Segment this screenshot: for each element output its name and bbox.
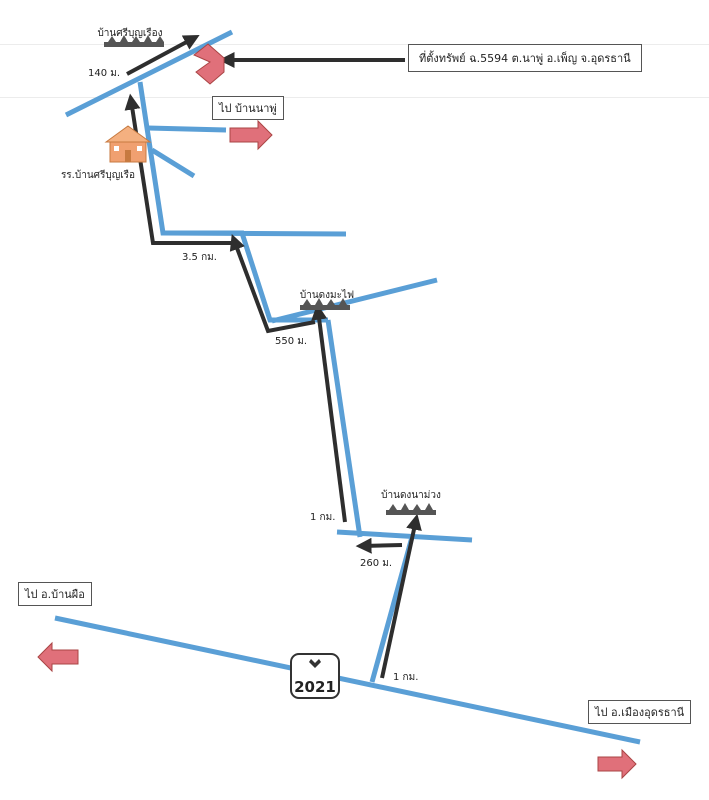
distance-label: 140 ม. xyxy=(88,68,120,79)
arrow-right-icon xyxy=(597,748,637,780)
direction-arrows xyxy=(37,119,637,780)
road-top xyxy=(64,29,234,118)
distance-label: 550 ม. xyxy=(275,336,307,347)
school-icon xyxy=(104,125,152,163)
main-road-2021 xyxy=(54,615,641,745)
direction-box-mueang-udon: ไป อ.เมืองอุดรธานี xyxy=(588,700,692,724)
distance-label: 1 กม. xyxy=(393,672,418,683)
route-segment-4 xyxy=(229,234,316,334)
roads xyxy=(54,29,641,745)
village-label-dong-na-muang: บ้านดงนาม่วง xyxy=(381,489,441,501)
village-icon xyxy=(300,298,350,310)
arrow-left-icon xyxy=(37,641,79,673)
direction-box-ban-phue: ไป อ.บ้านผือ xyxy=(18,582,92,606)
road-ban-napu xyxy=(147,125,227,133)
distance-label: 1 กม. xyxy=(310,512,335,523)
school-label: รร.บ้านศรีบุญเรือ xyxy=(61,169,135,181)
route-segment-6 xyxy=(126,34,200,76)
village-label-dong-ma-fai: บ้านดงมะไฟ xyxy=(300,289,354,301)
road-dong-ma-fai xyxy=(271,277,438,324)
distance-label: 3.5 กม. xyxy=(182,252,217,263)
road-middle xyxy=(325,319,363,538)
route-segment-1 xyxy=(380,513,422,679)
route-segment-2 xyxy=(355,537,403,554)
highway-number: 2021 xyxy=(294,678,336,696)
crown-icon xyxy=(309,659,321,668)
distance-label: 260 ม. xyxy=(360,558,392,569)
road-side xyxy=(150,147,196,179)
village-label-si-bun-rueang: บ้านศรีบุญเรือง xyxy=(97,27,162,39)
direction-box-ban-napu: ไป บ้านนาพู่ xyxy=(212,96,284,120)
route-segment-3 xyxy=(311,303,347,523)
village-icon xyxy=(386,503,436,515)
village-icon xyxy=(104,35,164,47)
road-branch-3-5km xyxy=(162,230,347,237)
road-dong-na-muang xyxy=(336,529,473,543)
property-marker-icon xyxy=(193,43,225,85)
highway-shield xyxy=(290,653,340,699)
property-location-box: ที่ตั้งทรัพย์ ฉ.5594 ต.นาพู่ อ.เพ็ญ จ.อุ… xyxy=(408,44,642,72)
arrow-right-icon xyxy=(229,119,273,151)
